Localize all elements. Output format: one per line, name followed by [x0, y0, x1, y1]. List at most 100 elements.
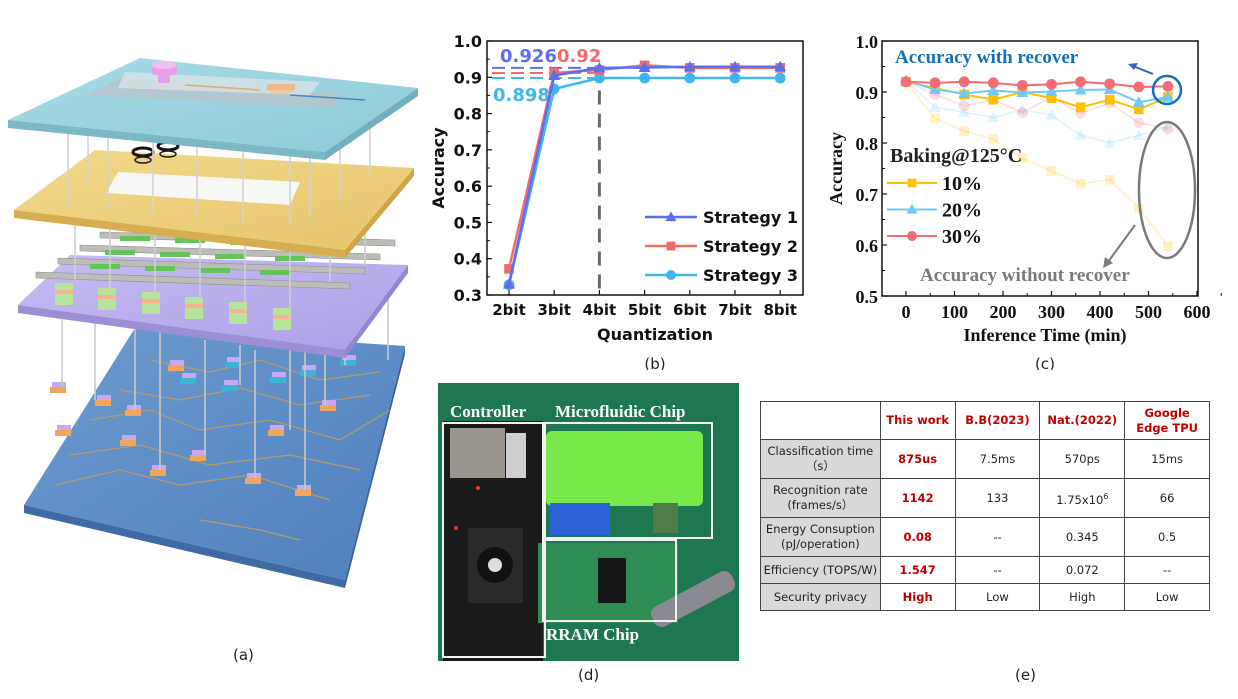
data-point — [683, 60, 696, 72]
header-this-work: This work — [879, 401, 956, 440]
data-point — [639, 72, 650, 84]
cell: 7.5ms — [954, 439, 1041, 479]
x-tick-label: 400 — [1087, 302, 1114, 322]
data-point — [729, 72, 741, 84]
row-label: Recognition rate(frames/s） — [760, 478, 881, 518]
data-point — [959, 126, 969, 137]
data-point — [1162, 80, 1174, 92]
data-point — [1104, 94, 1115, 105]
table-row: Energy Consuption(pJ/operation) 0.08 -- … — [760, 517, 1210, 557]
series-line — [905, 80, 1169, 144]
data-point — [774, 60, 787, 72]
recover-highlight-circle — [1151, 74, 1183, 106]
data-point — [987, 111, 1000, 122]
series-line — [905, 81, 1169, 247]
data-point — [774, 72, 786, 84]
legend-marker — [906, 204, 918, 214]
data-point — [1104, 174, 1115, 185]
y-tick-label: 0.5 — [454, 213, 482, 232]
row-label: Security privacy — [760, 583, 881, 611]
series-20pct-recover — [900, 74, 1174, 107]
x-tick-label: 5bit — [628, 301, 662, 319]
data-point — [1016, 86, 1029, 98]
label-controller: Controller — [450, 402, 527, 421]
caption-d: (d) — [578, 666, 600, 684]
data-point — [1017, 107, 1028, 118]
y-tick-label: 0.8 — [856, 134, 879, 154]
data-point — [1161, 120, 1174, 132]
annotation-arrowhead-no-recover — [1103, 257, 1113, 268]
y-tick-label: 0.9 — [454, 68, 482, 87]
x-axis-label: Inference Time (min) — [964, 325, 1127, 346]
cell: -- — [954, 556, 1041, 584]
hardware-photo: Controller Microfluidic Chip RRAM Chip — [438, 383, 739, 661]
legend-label: Strategy 3 — [703, 266, 798, 285]
series-line — [905, 79, 1169, 104]
pillars-upper — [67, 122, 371, 225]
legend-marker — [666, 241, 676, 251]
data-point — [729, 60, 741, 72]
y-tick-label: 1.0 — [856, 32, 879, 52]
row-label: Energy Consuption(pJ/operation) — [760, 517, 881, 557]
data-point — [930, 113, 940, 124]
annotation-arrow-recover — [1132, 65, 1154, 75]
annotation-strategy-2: 0.92 — [557, 46, 601, 67]
nat-rate-base: 1.75x10 — [1056, 492, 1104, 507]
y-tick-label: 0.7 — [454, 141, 482, 160]
caption-b: (b) — [644, 355, 665, 370]
data-point — [1045, 108, 1058, 120]
data-point — [1104, 78, 1116, 90]
data-point — [504, 264, 514, 274]
data-point — [1075, 76, 1086, 88]
circuit-layer — [24, 328, 405, 588]
x-tick-label: 100 — [941, 302, 968, 322]
sensing-layer — [14, 140, 414, 258]
label-rram-chip: RRAM Chip — [546, 625, 640, 644]
legend-marker — [907, 231, 917, 241]
data-point — [1046, 166, 1057, 176]
y-tick-label: 0.7 — [856, 185, 879, 205]
y-axis-label: Accuracy — [429, 127, 448, 209]
legend-item: Strategy 2 — [645, 237, 798, 256]
x-tick-label: 2bit — [492, 301, 526, 319]
cell: 0.5 — [1124, 517, 1210, 557]
legend-item: 10% — [887, 173, 982, 195]
cell: 66 — [1124, 478, 1210, 518]
data-point — [900, 76, 912, 88]
legend-marker — [907, 178, 917, 188]
data-point — [1074, 129, 1087, 140]
data-point — [929, 83, 942, 94]
microfluidic-layer — [8, 58, 418, 160]
table-row: Recognition rate(frames/s） 1142 133 1.75… — [760, 478, 1210, 518]
cell-this-work: 0.08 — [879, 517, 956, 557]
data-point — [1162, 123, 1174, 135]
data-point — [594, 72, 605, 84]
row-label: Classification time（s） — [760, 439, 881, 479]
data-point — [1075, 102, 1086, 113]
header-bb2023: B.B(2023) — [954, 401, 1041, 440]
cell-this-work: 1142 — [879, 478, 956, 518]
header-google-line1: Google — [1144, 405, 1190, 420]
y-tick-label: 0.6 — [856, 236, 879, 256]
controller-box — [442, 422, 546, 658]
x-tick-label: 200 — [990, 302, 1017, 322]
cell: 133 — [954, 478, 1041, 518]
annotation-strategy-3: 0.898 — [493, 85, 550, 106]
legend-item: 20% — [887, 200, 982, 222]
microfluidic-phone-screen — [546, 431, 703, 506]
cell-this-work: 1.547 — [879, 556, 956, 584]
cell: 570ps — [1039, 439, 1126, 479]
data-point — [929, 77, 941, 89]
data-point — [1103, 137, 1116, 148]
cell: 0.345 — [1039, 517, 1126, 557]
data-point — [1017, 79, 1028, 91]
y-tick-label: 0.5 — [856, 287, 879, 307]
data-point — [1017, 153, 1028, 164]
data-point — [987, 77, 999, 89]
cell: 0.072 — [1039, 556, 1126, 584]
